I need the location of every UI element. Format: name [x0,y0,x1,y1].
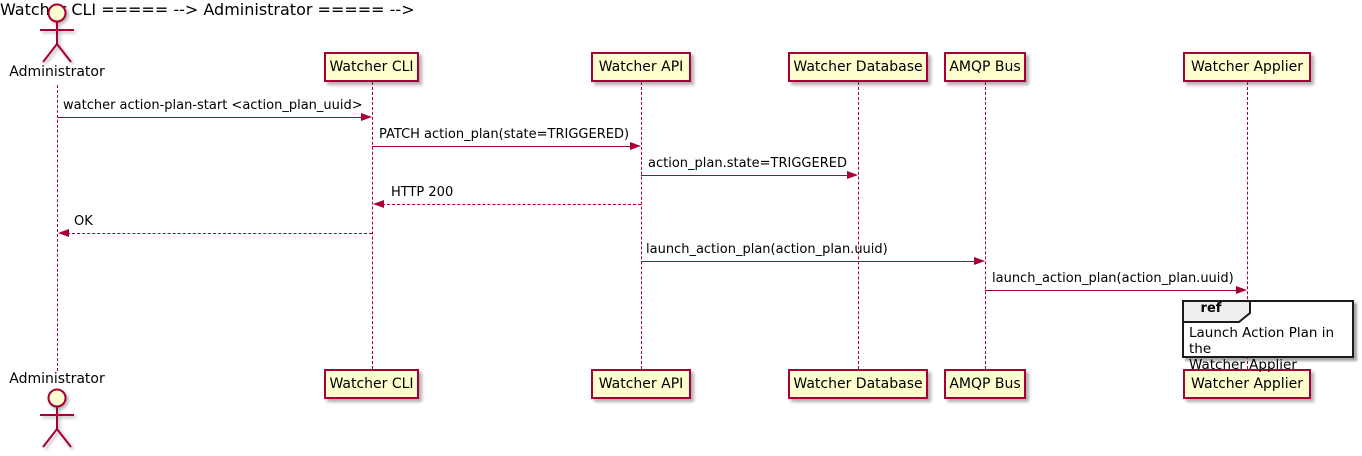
message-line-1 [57,117,362,118]
participant-watcher-database-top: Watcher Database [788,52,928,82]
message-label-launch-action-plan-1: launch_action_plan(action_plan.uuid) [646,242,888,257]
message-line-7 [985,290,1237,291]
arrowhead-right-1 [361,113,372,121]
message-line-3 [641,175,848,176]
administrator-label-bottom: Administrator [9,371,105,387]
ref-text-line-1: Launch Action Plan in the [1189,325,1335,357]
participant-watcher-api-bottom: Watcher API [591,369,691,399]
lifeline-watcher-database [858,82,859,369]
lifeline-watcher-cli [372,82,373,369]
message-label-launch-action-plan-2: launch_action_plan(action_plan.uuid) [992,271,1234,286]
arrowhead-right-6 [974,257,985,265]
lifeline-watcher-api [641,82,642,369]
message-label-state-triggered: action_plan.state=TRIGGERED [648,156,847,171]
participant-watcher-cli-top: Watcher CLI [324,52,419,82]
ref-keyword: ref [1200,301,1222,316]
message-line-2 [372,146,631,147]
arrowhead-right-7 [1236,286,1247,294]
administrator-actor-icon-bottom [40,388,74,448]
arrowhead-right-2 [630,142,641,150]
message-label-action-plan-start: watcher action-plan-start <action_plan_u… [63,98,363,113]
arrowhead-left-5 [58,229,69,237]
participant-watcher-applier-top: Watcher Applier [1183,52,1311,82]
ref-tab: ref [1182,300,1252,324]
lifeline-watcher-applier [1247,82,1248,369]
ref-text-line-2: Watcher Applier [1189,357,1297,373]
participant-amqp-bus-top: AMQP Bus [944,52,1026,82]
administrator-label-top: Administrator [9,64,105,80]
administrator-actor-icon [40,3,74,63]
lifeline-amqp-bus [985,82,986,369]
arrowhead-left-4 [373,200,384,208]
message-label-patch-action-plan: PATCH action_plan(state=TRIGGERED) [379,127,630,142]
participant-watcher-cli-bottom: Watcher CLI [324,369,419,399]
arrowhead-right-3 [847,171,858,179]
ref-fragment: ref Launch Action Plan in the Watcher Ap… [1182,300,1354,373]
participant-watcher-applier-bottom: Watcher Applier [1183,369,1311,399]
lifeline-administrator [57,85,58,371]
ref-text: Launch Action Plan in the Watcher Applie… [1189,325,1352,373]
message-line-4 [382,204,641,205]
participant-watcher-database-bottom: Watcher Database [788,369,928,399]
message-line-6 [641,261,975,262]
participant-watcher-api-top: Watcher API [591,52,691,82]
message-label-http-200: HTTP 200 [391,185,454,200]
participant-amqp-bus-bottom: AMQP Bus [944,369,1026,399]
message-line-5 [67,233,372,234]
message-label-ok: OK [74,214,93,229]
